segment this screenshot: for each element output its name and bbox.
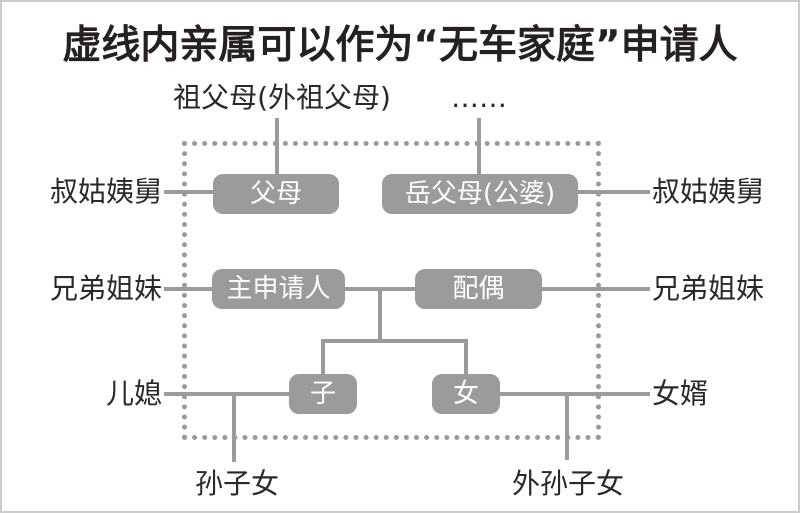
siblings-label-right: 兄弟姐妹 bbox=[652, 272, 765, 305]
parents-box: 父母 bbox=[213, 174, 339, 214]
grandparents-label: 祖父母(外祖父母) bbox=[173, 81, 391, 114]
connector-siblings-right-line bbox=[542, 287, 650, 291]
diagram-title: 虚线内亲属可以作为“无车家庭”申请人 bbox=[62, 23, 738, 68]
connector-maternal-grandchildren-line bbox=[565, 392, 569, 460]
parents-in-law-box: 岳父母(公婆) bbox=[382, 174, 578, 214]
connector-daughter-drop-line bbox=[464, 339, 468, 376]
ellipsis-label: …… bbox=[451, 81, 507, 114]
connector-uncles-right-line bbox=[574, 190, 650, 194]
spouse-box: 配偶 bbox=[415, 269, 542, 309]
daughter-box: 女 bbox=[432, 374, 500, 414]
maternal-grandchildren-label: 外孙子女 bbox=[511, 467, 625, 500]
connector-son-drop-line bbox=[321, 339, 325, 376]
main-applicant-box: 主申请人 bbox=[212, 269, 345, 309]
connector-ellipsis-inlaws-line bbox=[477, 118, 481, 176]
uncles-aunts-label-right: 叔姑姨舅 bbox=[652, 175, 765, 208]
connector-children-tbar-line bbox=[321, 339, 468, 343]
connector-grandparents-parents-line bbox=[275, 118, 279, 176]
connector-grandchildren-line bbox=[232, 392, 236, 462]
uncles-aunts-label-left: 叔姑姨舅 bbox=[49, 175, 162, 208]
grandchildren-label: 孙子女 bbox=[194, 467, 280, 500]
son-box: 子 bbox=[289, 374, 357, 414]
connector-daughter-in-law-line bbox=[164, 392, 292, 396]
connector-son-in-law-line bbox=[497, 392, 650, 396]
siblings-label-left: 兄弟姐妹 bbox=[49, 272, 162, 305]
connector-uncles-left-line bbox=[164, 190, 219, 194]
son-in-law-label: 女婿 bbox=[652, 377, 709, 410]
connector-couple-drop-line bbox=[378, 287, 382, 343]
connector-siblings-left-line bbox=[164, 287, 216, 291]
daughter-in-law-label: 儿媳 bbox=[105, 377, 162, 410]
